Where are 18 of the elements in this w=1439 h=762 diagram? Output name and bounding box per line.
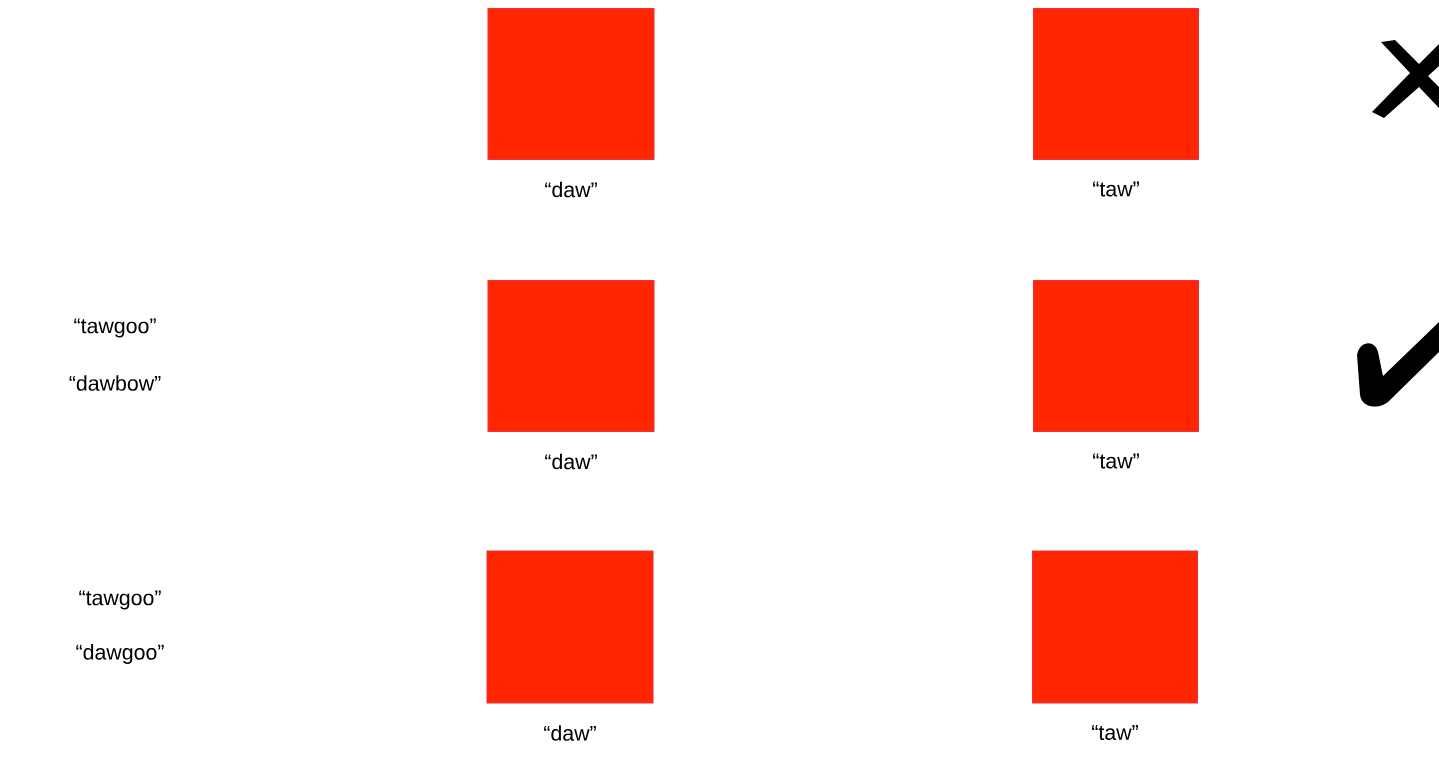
node-label: “taw”	[1093, 181, 1139, 197]
square	[487, 279, 655, 433]
square	[487, 7, 655, 161]
node-label: “daw”	[544, 725, 596, 741]
square	[486, 550, 654, 704]
word-label: “dawbow”	[69, 375, 161, 391]
square	[1031, 550, 1199, 704]
node-label: “daw”	[545, 453, 597, 470]
node-label: “taw”	[1093, 453, 1139, 469]
square	[1032, 7, 1200, 161]
word-label: “tawgoo”	[79, 590, 161, 610]
check-mark	[1357, 322, 1439, 407]
word-label: “tawgoo”	[74, 318, 156, 338]
square	[1032, 279, 1200, 433]
word-label: “dawgoo”	[76, 644, 164, 664]
cross-mark	[1372, 40, 1439, 118]
node-label: “taw”	[1092, 725, 1138, 740]
node-label: “daw”	[545, 181, 597, 198]
